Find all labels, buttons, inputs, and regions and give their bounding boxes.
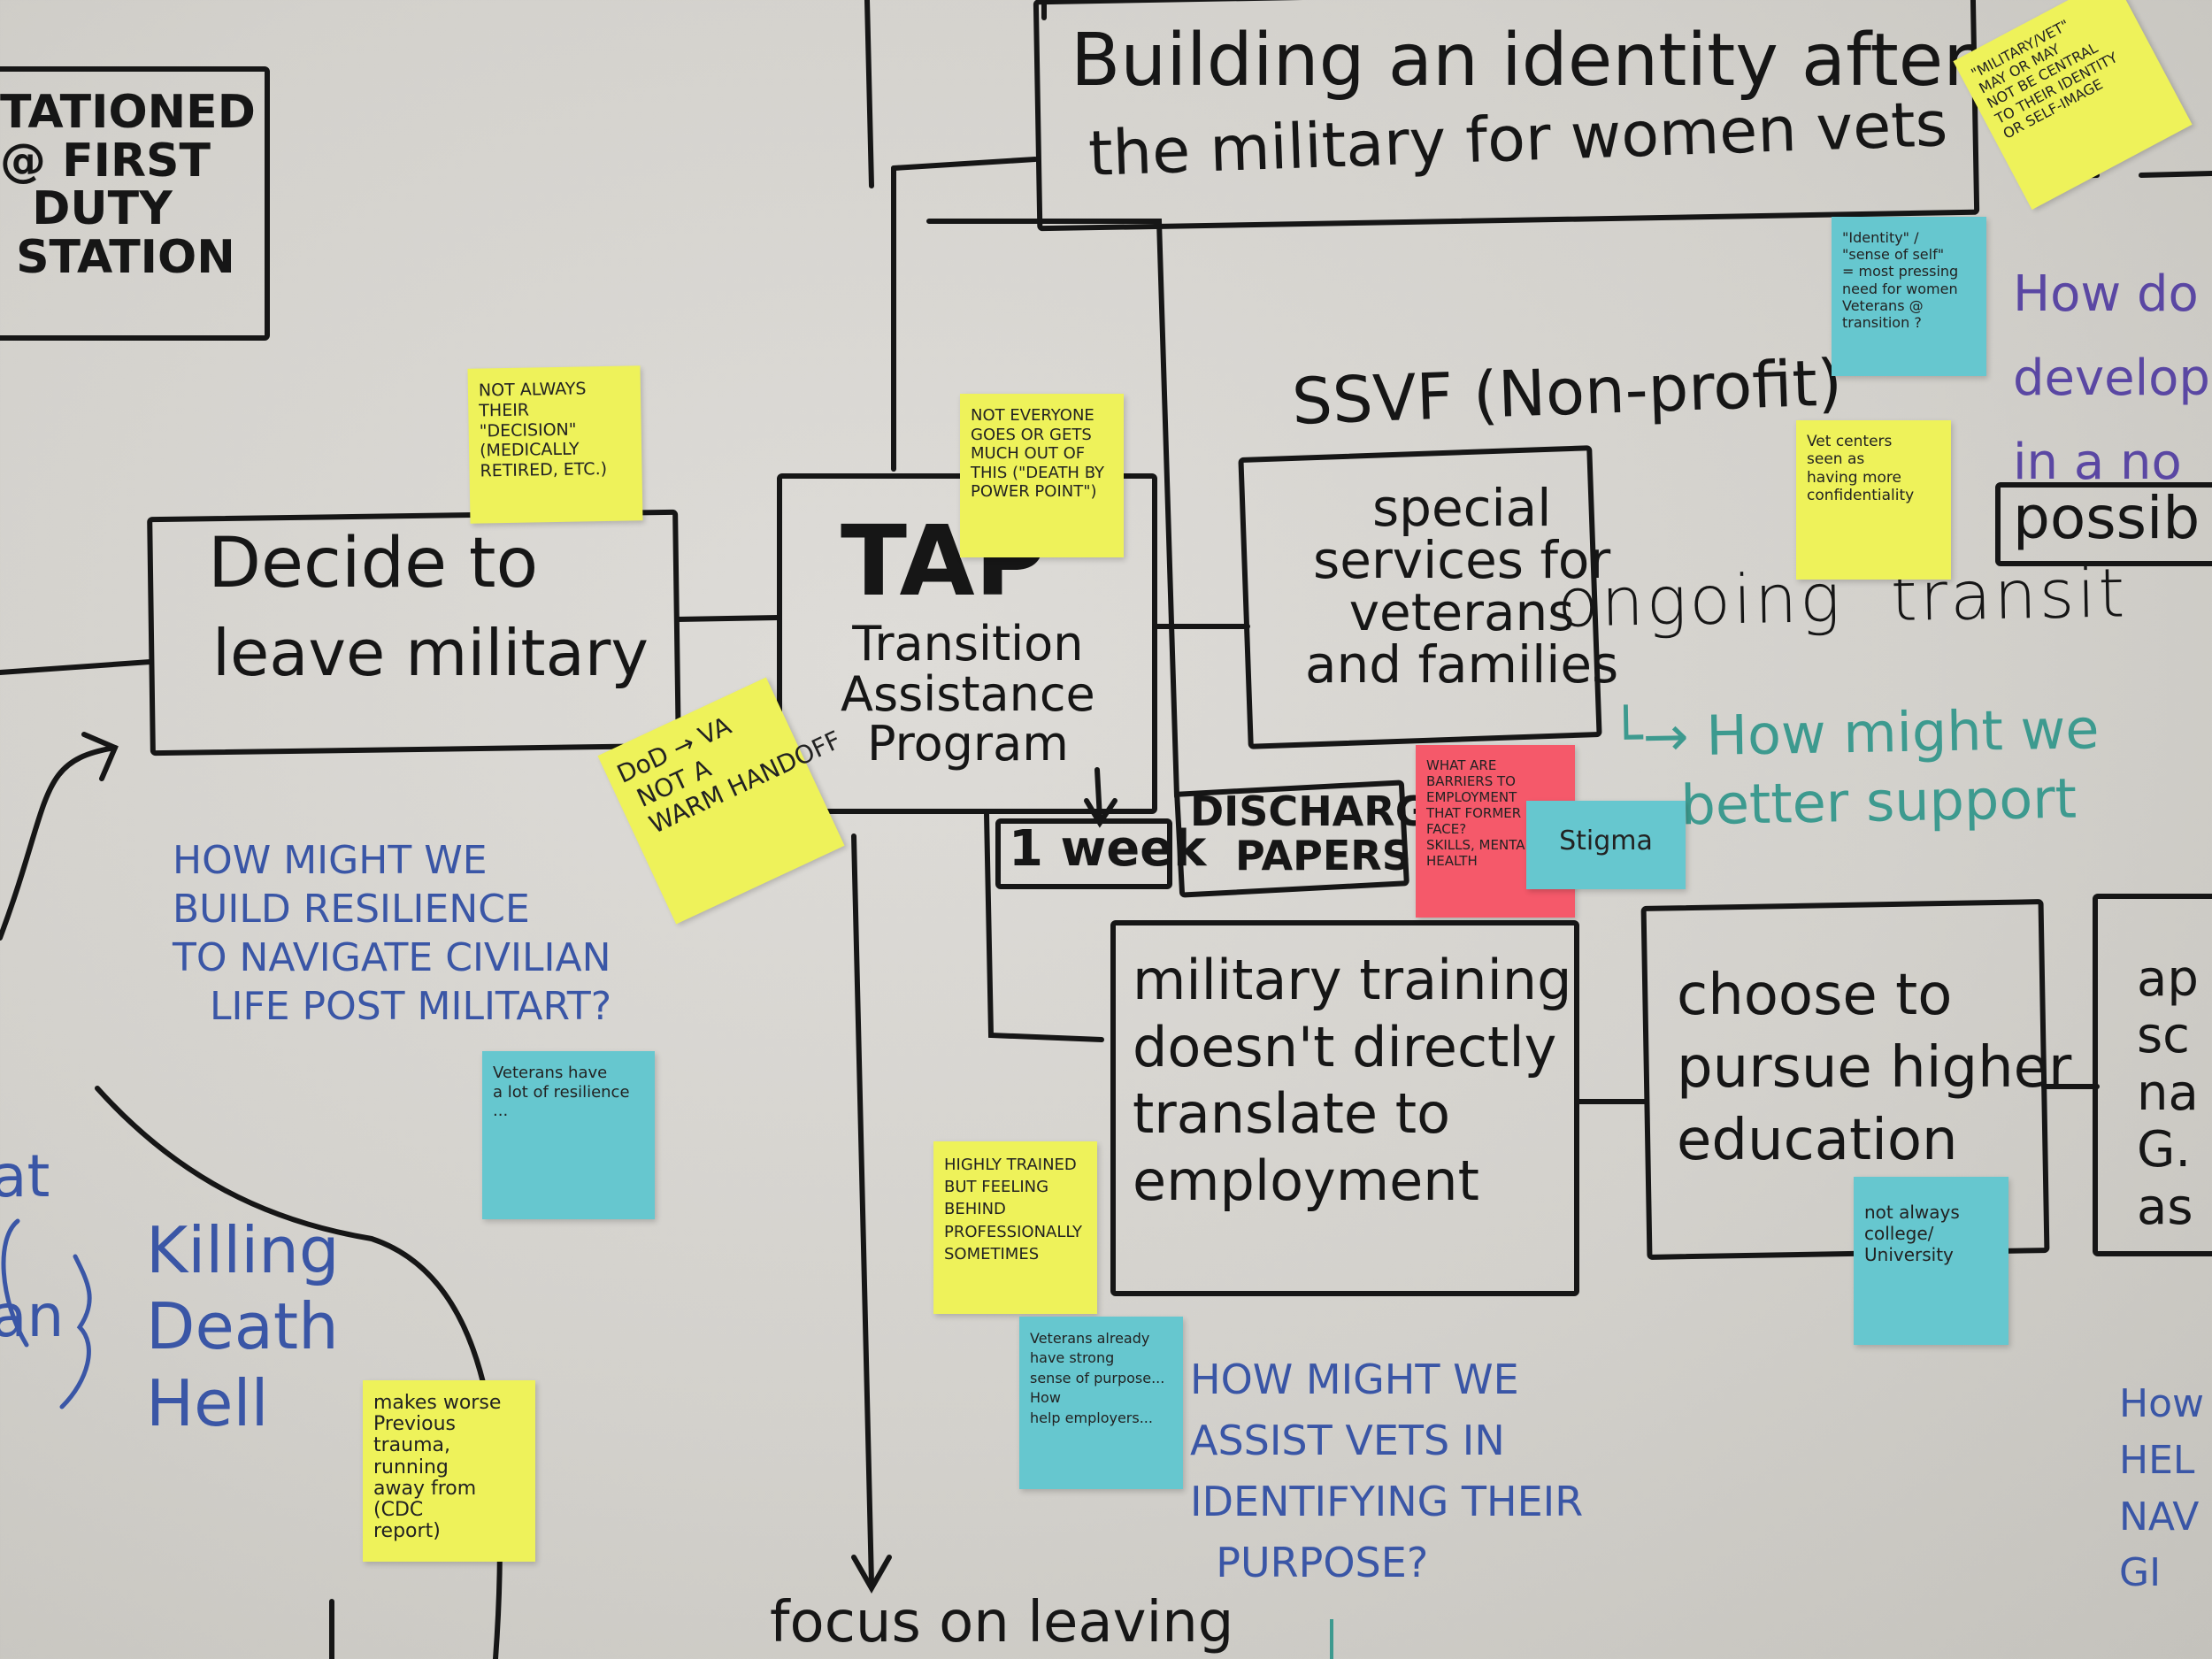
ssvf-box-text: special services for veterans and famili… bbox=[1305, 478, 1619, 695]
discharge-text: DISCHARGE PAPERS bbox=[1190, 787, 1456, 879]
sticky-not-always-decision: NOT ALWAYS THEIR "DECISION" (MEDICALLY R… bbox=[467, 365, 643, 524]
one-week-text: 1 week bbox=[1009, 820, 1207, 878]
sticky-barriers: WHAT ARE BARRIERS TO EMPLOYMENT THAT FOR… bbox=[1416, 745, 1575, 918]
left-partial-words: at an bbox=[0, 1142, 65, 1351]
sticky-stigma: Stigma bbox=[1526, 801, 1686, 889]
sticky-sense-of-purpose: Veterans already have strong sense of pu… bbox=[1019, 1317, 1183, 1489]
sticky-vet-centers: Vet centers seen as having more confiden… bbox=[1796, 420, 1951, 580]
sticky-identity: "Identity" / "sense of self" = most pres… bbox=[1832, 217, 1986, 376]
hmw-purpose: HOW MIGHT WE ASSIST VETS IN IDENTIFYING … bbox=[1190, 1356, 1584, 1586]
sticky-resilience: Veterans have a lot of resilience ... bbox=[482, 1051, 655, 1219]
title-line-1: Building an identity after bbox=[1071, 19, 1973, 103]
tap-description: Transition Assistance Program bbox=[841, 616, 1095, 772]
bottom-right-blue-text: How HEL NAV GI bbox=[2119, 1381, 2204, 1596]
partial-right-text: ap sc na G. as bbox=[2137, 950, 2199, 1236]
sticky-highly-trained: HIGHLY TRAINED BUT FEELING BEHIND PROFES… bbox=[933, 1141, 1097, 1314]
focus-on-leaving-text: focus on leaving bbox=[770, 1590, 1234, 1655]
hmw-resilience: HOW MIGHT WE BUILD RESILIENCE TO NAVIGAT… bbox=[173, 838, 612, 1029]
left-words: Killing Death Hell bbox=[146, 1213, 340, 1440]
sticky-not-always-college: not always college/ University bbox=[1854, 1177, 2008, 1345]
possible-box bbox=[1995, 482, 2212, 566]
sticky-previous-trauma: makes worse Previous trauma, running awa… bbox=[363, 1380, 535, 1562]
decide-line-2: leave military bbox=[212, 616, 649, 690]
partial-right-box bbox=[2093, 894, 2212, 1256]
military-training-box bbox=[1110, 920, 1579, 1296]
military-training-text: military training doesn't directly trans… bbox=[1133, 948, 1572, 1213]
higher-education-text: choose to pursue higher education bbox=[1677, 963, 2072, 1173]
decide-line-1: Decide to bbox=[208, 524, 539, 603]
one-week-box bbox=[995, 818, 1172, 889]
possible-text: possib bbox=[2013, 484, 2200, 552]
purple-how-do-we: How do we develop a in a no bbox=[2013, 265, 2210, 492]
stationed-text: TATIONED @ FIRST DUTY STATION bbox=[0, 86, 256, 284]
stationed-box bbox=[0, 66, 270, 341]
sticky-not-everyone: NOT EVERYONE GOES OR GETS MUCH OUT OF TH… bbox=[960, 394, 1124, 557]
